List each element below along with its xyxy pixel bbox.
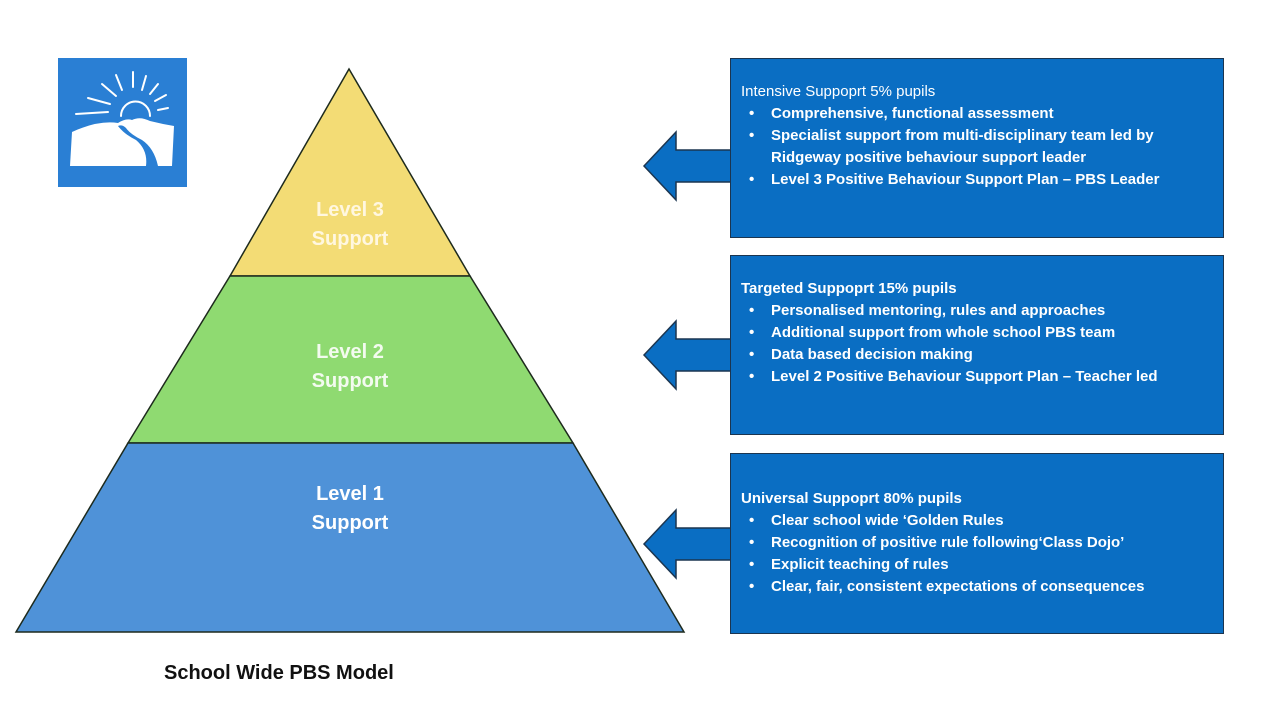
box-list: •Clear school wide ‘Golden Rules •Recogn… [741,510,1213,598]
list-item: •Specialist support from multi-disciplin… [749,127,1154,166]
tier-label-line: Level 1 [316,483,384,505]
box-title: Universal Suppoprt 80% pupils [741,490,962,507]
list-item: •Clear school wide ‘Golden Rules [749,512,1004,529]
tier-label-level-2: Level 2 Support [250,338,450,396]
list-item: •Recognition of positive rule following‘… [749,534,1125,551]
tier-label-line: Support [311,228,389,250]
tier-label-line: Support [311,512,389,534]
box-list: •Personalised mentoring, rules and appro… [741,300,1213,388]
list-item: •Explicit teaching of rules [749,556,949,573]
universal-support-box: Universal Suppoprt 80% pupils •Clear sch… [730,453,1224,634]
box-list: •Comprehensive, functional assessment •S… [741,103,1213,191]
arrow-left-icon [642,319,732,391]
list-item: •Data based decision making [749,346,973,363]
arrow-left-icon [642,508,732,580]
list-item: •Level 3 Positive Behaviour Support Plan… [749,171,1160,188]
list-item: •Clear, fair, consistent expectations of… [749,578,1145,595]
targeted-support-box: Targeted Suppoprt 15% pupils •Personalis… [730,255,1224,435]
diagram-caption: School Wide PBS Model [164,662,394,684]
tier-label-line: Level 3 [316,199,384,221]
box-title: Intensive Suppoprt 5% pupils [741,83,936,100]
arrow-left-icon [642,130,732,202]
school-logo [58,58,187,187]
box-title: Targeted Suppoprt 15% pupils [741,280,957,297]
pyramid-tier-level-1 [14,442,686,633]
tier-label-line: Support [311,370,389,392]
tier-label-level-3: Level 3 Support [250,196,450,254]
list-item: •Additional support from whole school PB… [749,324,1116,341]
tier-label-line: Level 2 [316,341,384,363]
list-item: •Comprehensive, functional assessment [749,105,1054,122]
list-item: •Level 2 Positive Behaviour Support Plan… [749,368,1158,385]
intensive-support-box: Intensive Suppoprt 5% pupils •Comprehens… [730,58,1224,238]
pbs-pyramid [14,67,686,633]
tier-label-level-1: Level 1 Support [250,480,450,538]
list-item: •Personalised mentoring, rules and appro… [749,302,1106,319]
sunrise-river-icon [70,71,174,166]
